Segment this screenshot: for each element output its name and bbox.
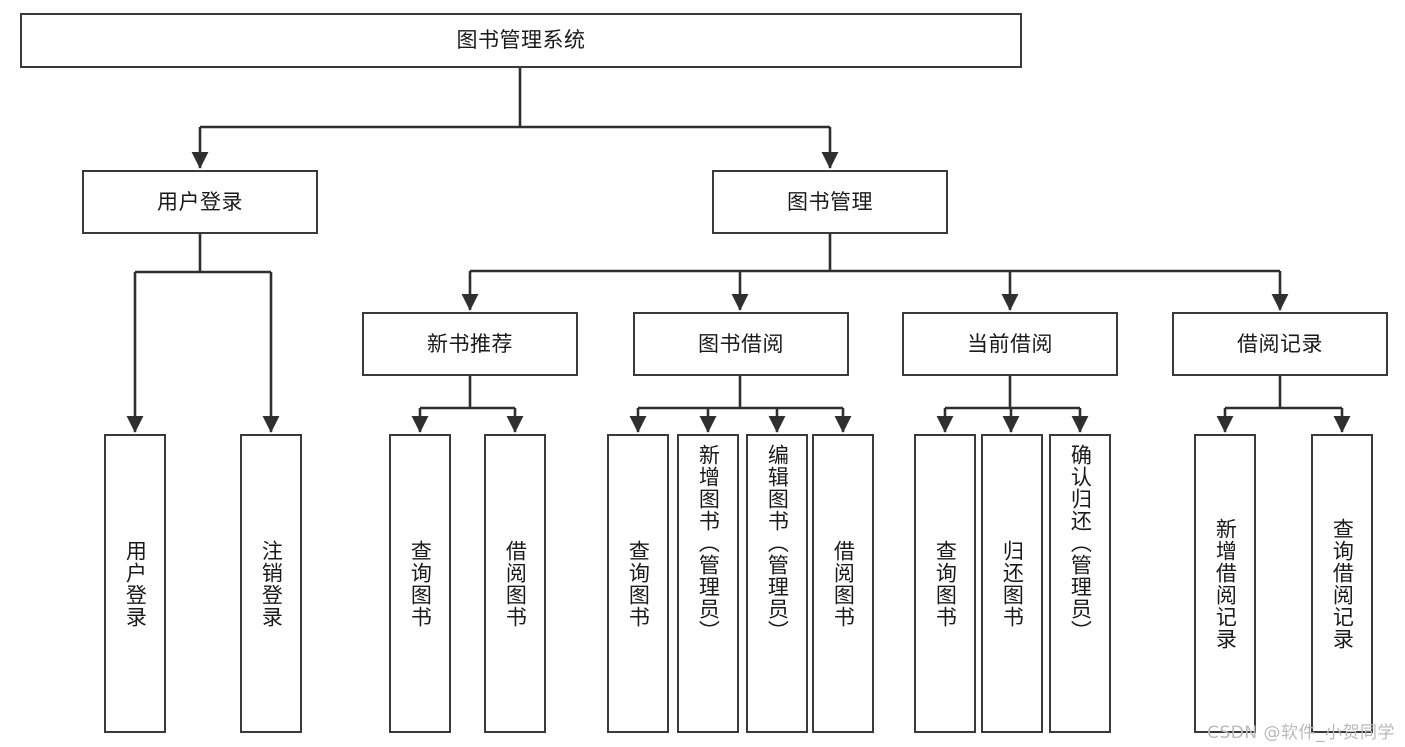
leaf-user-login-login[interactable]: 用户登录 bbox=[104, 434, 166, 733]
leaf-current-borrow-return[interactable]: 归还图书 bbox=[981, 434, 1043, 733]
node-borrow-record-label: 借阅记录 bbox=[1237, 331, 1323, 356]
node-new-book-recommend[interactable]: 新书推荐 bbox=[362, 312, 578, 376]
leaf-current-borrow-query[interactable]: 查询图书 bbox=[914, 434, 976, 733]
node-borrow-record[interactable]: 借阅记录 bbox=[1172, 312, 1388, 376]
leaf-current-borrow-confirm-return-label: 确认归还（管理员） bbox=[1068, 444, 1093, 642]
leaf-user-login-logout[interactable]: 注销登录 bbox=[240, 434, 302, 733]
leaf-new-book-borrow[interactable]: 借阅图书 bbox=[484, 434, 546, 733]
leaf-new-book-borrow-label: 借阅图书 bbox=[503, 539, 528, 628]
node-new-book-recommend-label: 新书推荐 bbox=[427, 331, 513, 356]
leaf-book-borrow-query-label: 查询图书 bbox=[626, 539, 651, 628]
leaf-book-borrow-query[interactable]: 查询图书 bbox=[607, 434, 669, 733]
leaf-book-borrow-add-label: 新增图书（管理员） bbox=[696, 444, 721, 642]
node-book-management[interactable]: 图书管理 bbox=[712, 170, 948, 234]
node-book-borrow[interactable]: 图书借阅 bbox=[633, 312, 849, 376]
leaf-borrow-record-query[interactable]: 查询借阅记录 bbox=[1311, 434, 1373, 733]
leaf-new-book-query-label: 查询图书 bbox=[408, 539, 433, 628]
node-root-system[interactable]: 图书管理系统 bbox=[20, 13, 1022, 68]
leaf-new-book-query[interactable]: 查询图书 bbox=[389, 434, 451, 733]
leaf-current-borrow-confirm-return[interactable]: 确认归还（管理员） bbox=[1049, 434, 1111, 733]
node-current-borrow[interactable]: 当前借阅 bbox=[902, 312, 1118, 376]
node-book-borrow-label: 图书借阅 bbox=[698, 331, 784, 356]
node-book-management-label: 图书管理 bbox=[787, 189, 873, 214]
leaf-user-login-logout-label: 注销登录 bbox=[259, 539, 284, 628]
leaf-current-borrow-query-label: 查询图书 bbox=[933, 539, 958, 628]
node-root-system-label: 图书管理系统 bbox=[456, 28, 586, 53]
node-user-login[interactable]: 用户登录 bbox=[82, 170, 318, 234]
leaf-current-borrow-return-label: 归还图书 bbox=[1000, 539, 1025, 628]
node-user-login-label: 用户登录 bbox=[157, 189, 243, 214]
leaf-book-borrow-edit[interactable]: 编辑图书（管理员） bbox=[746, 434, 808, 733]
leaf-borrow-record-add-label: 新增借阅记录 bbox=[1213, 517, 1238, 650]
leaf-user-login-login-label: 用户登录 bbox=[123, 539, 148, 628]
leaf-book-borrow-add[interactable]: 新增图书（管理员） bbox=[677, 434, 739, 733]
leaf-book-borrow-borrow-label: 借阅图书 bbox=[831, 539, 856, 628]
leaf-borrow-record-add[interactable]: 新增借阅记录 bbox=[1194, 434, 1256, 733]
leaf-book-borrow-edit-label: 编辑图书（管理员） bbox=[765, 444, 790, 642]
leaf-borrow-record-query-label: 查询借阅记录 bbox=[1330, 517, 1355, 650]
leaf-book-borrow-borrow[interactable]: 借阅图书 bbox=[812, 434, 874, 733]
node-current-borrow-label: 当前借阅 bbox=[967, 331, 1053, 356]
